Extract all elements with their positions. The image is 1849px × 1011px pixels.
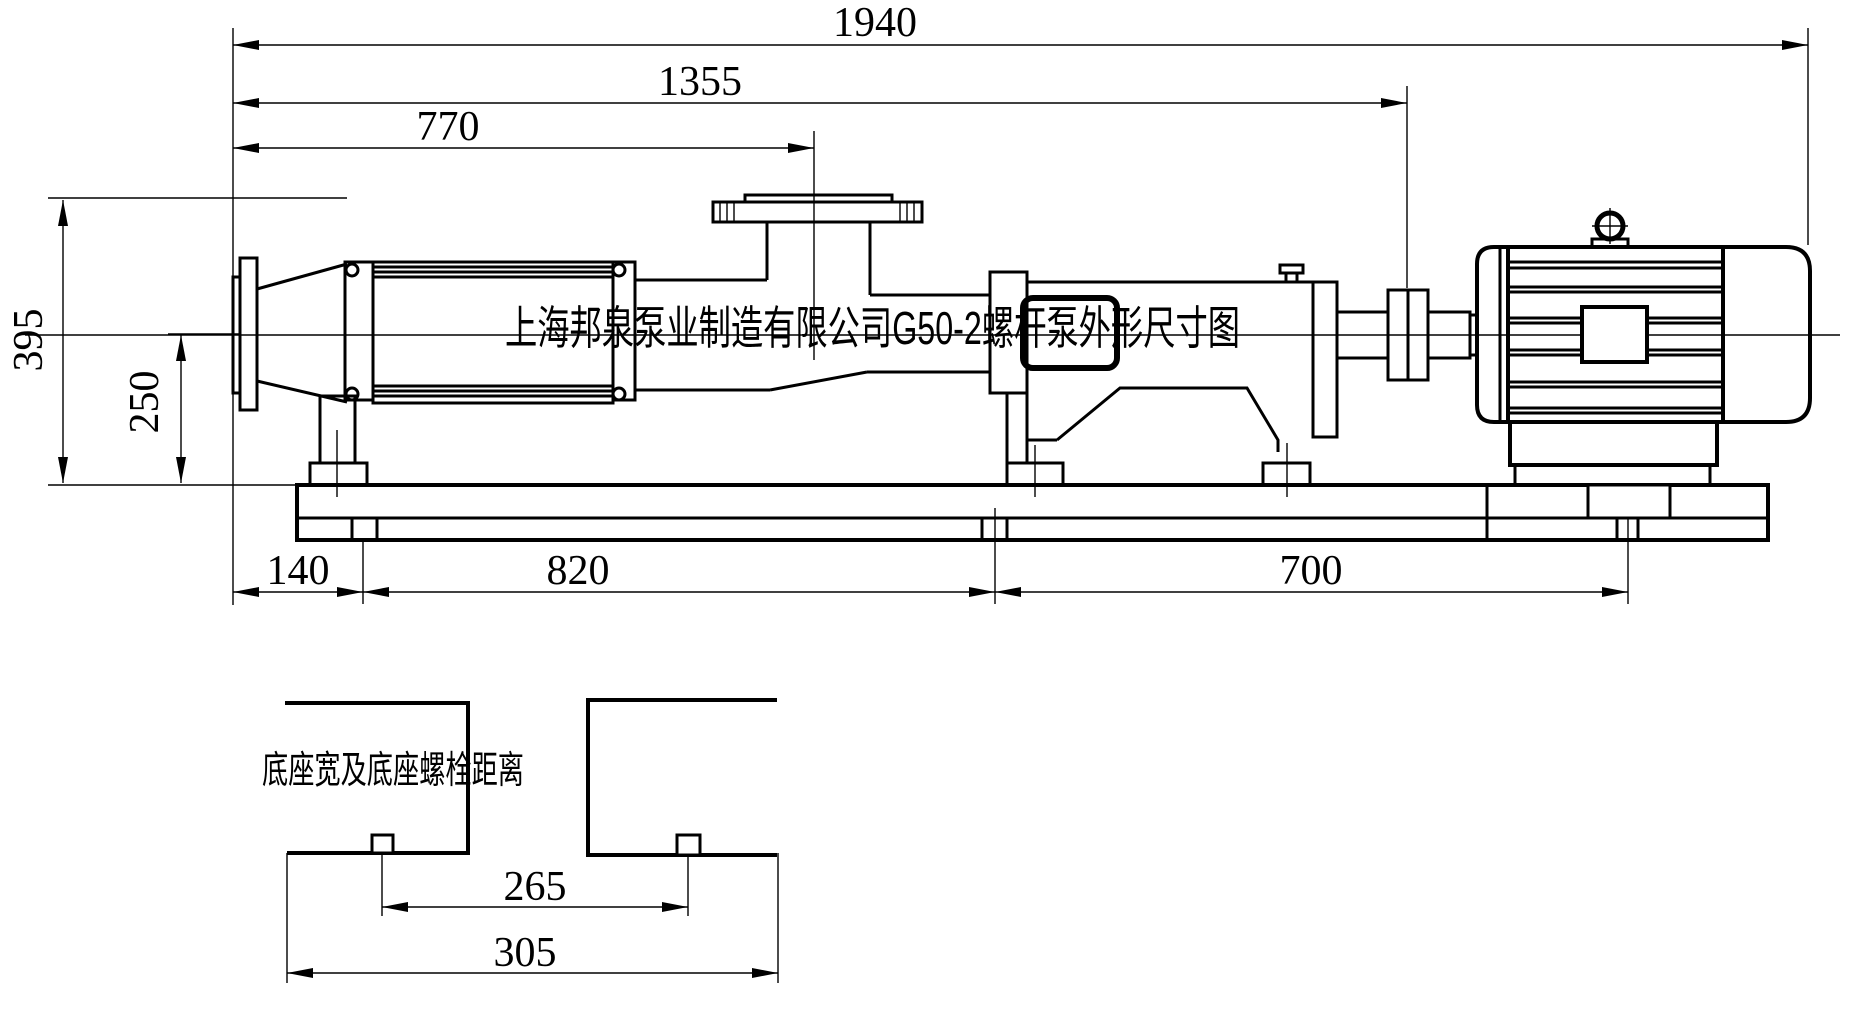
base-anchor-bolts	[350, 518, 1640, 540]
stator-tube	[343, 260, 637, 405]
dim-820-label: 820	[547, 548, 610, 594]
bottom-dimension-lines	[233, 508, 1629, 604]
dim-770-label: 770	[417, 104, 480, 150]
suction-flange	[231, 256, 259, 412]
front-foot	[308, 394, 369, 497]
dim-1355-label: 1355	[658, 59, 742, 105]
motor-terminal-box	[1580, 305, 1649, 364]
base-section-right-channel	[586, 698, 777, 857]
motor-foot	[1508, 420, 1719, 467]
base-plate	[295, 483, 1770, 542]
right-bolt	[675, 833, 702, 857]
motor	[1475, 208, 1812, 487]
dim-265-label: 265	[504, 864, 567, 910]
dim-250-label: 250	[122, 371, 168, 434]
bearing-pedestal	[1056, 386, 1312, 497]
discharge-flange	[711, 193, 924, 224]
suction-cone	[256, 262, 348, 404]
dim-700-label: 700	[1280, 548, 1343, 594]
base-section-label: 底座宽及底座螺栓距离	[262, 750, 524, 792]
motor-front-bell	[1475, 245, 1510, 424]
dim-1940-label: 1940	[833, 0, 917, 46]
dim-140-label: 140	[267, 548, 330, 594]
discharge-body	[635, 222, 990, 392]
left-bolt	[370, 833, 395, 855]
base-section-view	[285, 698, 779, 983]
drawing-title: 上海邦泉泵业制造有限公司G50-2螺杆泵外形尺寸图	[505, 302, 1240, 354]
motor-rear-cover	[1721, 245, 1812, 424]
motor-eyebolt	[1590, 208, 1630, 249]
vent-plug-stem	[1284, 271, 1299, 284]
left-dimension-lines	[48, 197, 347, 486]
motor-mount-block	[1586, 483, 1672, 520]
dim-395-label: 395	[6, 309, 52, 372]
rear-foot	[1005, 393, 1065, 497]
top-dimension-lines	[232, 28, 1809, 605]
dim-305-label: 305	[494, 930, 557, 976]
motor-foot-tier	[1513, 463, 1712, 487]
